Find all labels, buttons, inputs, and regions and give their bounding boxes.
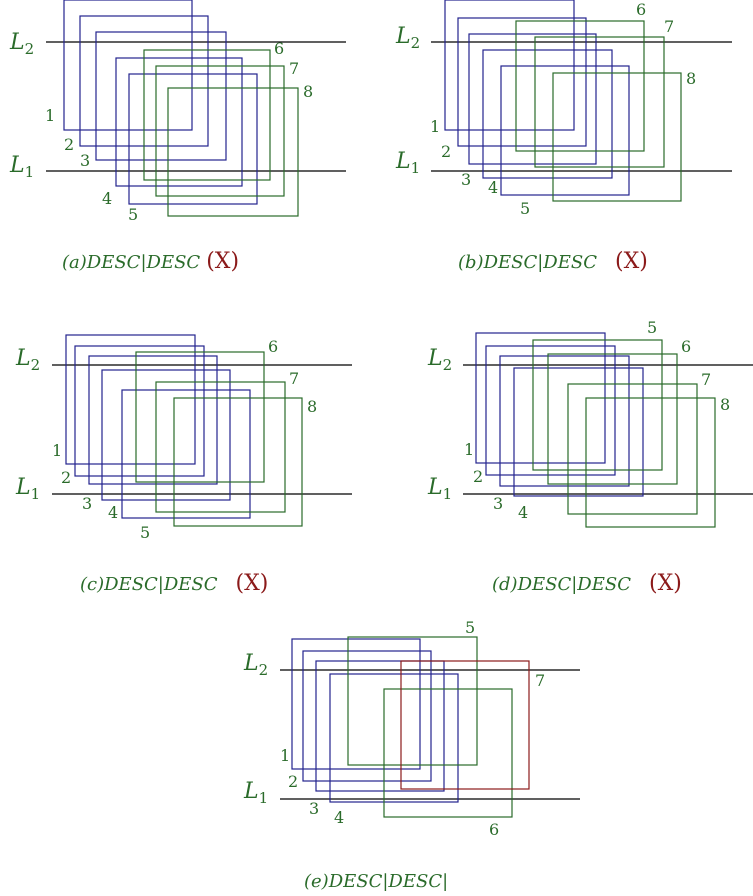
- label-l2: L2: [9, 30, 34, 58]
- panel-c: L2 L1 1 2 3 4 5 6 7 8 (c)DESC|DESC(X): [15, 334, 352, 596]
- rect-7: [400, 660, 530, 790]
- rect-number: 6: [636, 0, 646, 19]
- rect-6: [135, 351, 265, 483]
- rect-number: 5: [647, 318, 657, 337]
- rect-number: 3: [309, 799, 319, 818]
- label-l2: L2: [395, 24, 420, 52]
- rect-number: 7: [535, 671, 545, 690]
- rect-4: [115, 57, 243, 187]
- rect-number: 3: [493, 494, 503, 513]
- label-l1: L1: [243, 779, 268, 807]
- rect-number: 8: [686, 69, 696, 88]
- rect-number: 1: [52, 441, 62, 460]
- rect-2: [457, 17, 587, 147]
- rect-number: 5: [140, 523, 150, 542]
- rect-7: [155, 381, 286, 513]
- rect-number: 1: [280, 746, 290, 765]
- rect-number: 8: [303, 82, 313, 101]
- rect-number: 8: [720, 395, 730, 414]
- rect-number: 8: [307, 397, 317, 416]
- caption-a: (a)DESC|DESC(X): [62, 249, 239, 274]
- rect-7: [155, 65, 285, 197]
- rect-1: [291, 638, 421, 770]
- rect-number: 2: [288, 772, 298, 791]
- panel-e: L2 L1 1 2 3 4 5 6 7 (e)DESC|DESC|: [243, 618, 580, 892]
- rect-number: 4: [102, 189, 112, 208]
- rect-3: [88, 355, 218, 485]
- rect-1: [65, 334, 196, 465]
- rect-8: [173, 397, 303, 527]
- rect-number: 4: [334, 808, 344, 827]
- rect-number: 6: [268, 337, 278, 356]
- rect-number: 7: [701, 370, 711, 389]
- rect-2: [485, 345, 616, 476]
- rect-number: 1: [464, 440, 474, 459]
- rect-number: 6: [681, 337, 691, 356]
- rect-1: [444, 0, 575, 131]
- rect-number: 7: [664, 17, 674, 36]
- caption-d: (d)DESC|DESC(X): [492, 571, 682, 596]
- label-l1: L1: [395, 149, 420, 177]
- rect-5: [121, 389, 251, 519]
- rect-number: 5: [520, 199, 530, 218]
- label-l1: L1: [15, 475, 40, 503]
- rect-number: 3: [82, 494, 92, 513]
- rect-number: 7: [289, 369, 299, 388]
- rect-4: [482, 49, 613, 179]
- rect-number: 4: [108, 503, 118, 522]
- caption-e: (e)DESC|DESC|: [304, 871, 448, 892]
- rect-8: [585, 397, 716, 528]
- rect-5: [500, 65, 630, 196]
- rect-number: 3: [461, 170, 471, 189]
- rect-number: 2: [61, 468, 71, 487]
- rect-number: 4: [518, 503, 528, 522]
- rect-number: 3: [80, 151, 90, 170]
- caption-b: (b)DESC|DESC(X): [458, 249, 648, 274]
- rect-1: [63, 0, 193, 131]
- rect-6: [143, 49, 271, 181]
- label-l1: L1: [9, 153, 34, 181]
- rect-5: [532, 339, 663, 471]
- rect-8: [552, 72, 682, 202]
- rect-number: 4: [488, 178, 498, 197]
- rect-5: [347, 636, 478, 766]
- rect-6: [383, 688, 513, 818]
- label-l2: L2: [243, 651, 268, 679]
- rect-number: 2: [441, 142, 451, 161]
- rect-8: [167, 87, 299, 217]
- rect-number: 7: [289, 59, 299, 78]
- label-l2: L2: [15, 346, 40, 374]
- rect-number: 5: [128, 205, 138, 224]
- caption-c: (c)DESC|DESC(X): [80, 571, 268, 596]
- rect-3: [95, 31, 227, 161]
- rect-number: 1: [430, 117, 440, 136]
- rect-2: [74, 345, 205, 477]
- rect-7: [534, 36, 665, 168]
- rect-number: 5: [465, 618, 475, 637]
- rect-6: [515, 20, 645, 152]
- rect-number: 6: [274, 39, 284, 58]
- rect-3: [499, 355, 630, 487]
- rect-7: [567, 383, 698, 515]
- rect-2: [302, 650, 432, 782]
- rect-4: [329, 673, 459, 803]
- label-l2: L2: [427, 346, 452, 374]
- rect-4: [513, 367, 644, 497]
- rect-5: [128, 73, 258, 205]
- rect-number: 6: [489, 820, 499, 839]
- rect-4: [101, 369, 231, 501]
- rect-3: [468, 33, 597, 165]
- panel-b: L2 L1 1 2 3 4 5 6 7 8 (b)DESC|DESC(X): [395, 0, 732, 274]
- label-l1: L1: [427, 475, 452, 503]
- rect-number: 2: [473, 467, 483, 486]
- rect-number: 2: [64, 135, 74, 154]
- rect-3: [315, 660, 445, 792]
- rect-number: 1: [45, 106, 55, 125]
- rect-6: [547, 353, 678, 485]
- panel-a: L2 L1 1 2 3 4 5 6 7 8 (a)DESC|DESC(X): [9, 0, 346, 274]
- panel-d: L2 L1 1 2 3 4 5 6 7 8 (d)DESC|DESC(X): [427, 318, 753, 596]
